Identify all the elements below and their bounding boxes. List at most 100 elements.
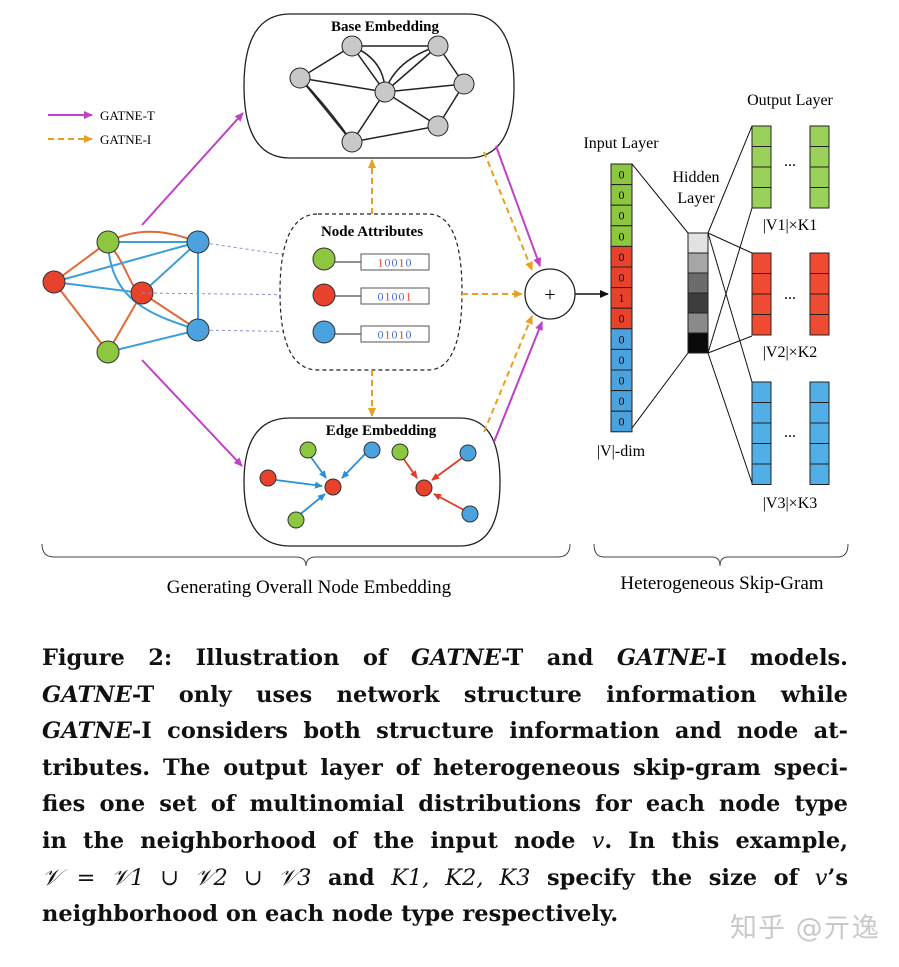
input-cell-value: 0 (619, 229, 625, 243)
input-cell-value: 0 (619, 312, 625, 326)
arrow-edge-to-plus-t (493, 321, 543, 443)
attribute-bit: 1 (399, 256, 406, 270)
watermark: 知乎 @亓逸 (730, 913, 880, 944)
hidden-layer-label-2: Layer (677, 190, 715, 207)
attribute-bit: 1 (385, 328, 392, 342)
input-cell-value: 1 (619, 291, 625, 305)
output-label-v2: |V2|×K2 (763, 344, 818, 361)
input-network (42, 230, 315, 364)
gatne-figure: GATNE-T GATNE-I Base Embedding (41, 13, 849, 598)
input-cell-value: 0 (619, 374, 625, 388)
input-cell-value: 0 (619, 353, 625, 367)
input-dim-label: |V|-dim (597, 443, 646, 460)
plus-sign: + (544, 284, 555, 306)
output-cell (751, 381, 772, 403)
attribute-bit: 0 (392, 256, 399, 270)
base-embedding-title: Base Embedding (331, 19, 439, 35)
edge-group-left (259, 441, 381, 529)
node-attributes-title: Node Attributes (321, 224, 423, 240)
input-cell-value: 0 (619, 250, 625, 264)
brackets (41, 543, 849, 567)
edge-embedding-title: Edge Embedding (326, 423, 437, 439)
caption-line-2: GATNE-T only uses network structure info… (42, 681, 848, 708)
input-cell (610, 410, 633, 433)
input-cell-value: 0 (619, 188, 625, 202)
attribute-bit: 0 (385, 256, 392, 270)
arrow-base-to-plus-t (495, 145, 542, 267)
output-cell (809, 187, 830, 209)
output-cell (809, 146, 830, 168)
output-cell (751, 273, 772, 295)
output-cell (751, 443, 772, 465)
output-cell (751, 402, 772, 424)
output-label-v1: |V1|×K1 (763, 217, 818, 234)
input-layer-label: Input Layer (583, 135, 659, 152)
output-label-v3: |V3|×K3 (763, 495, 818, 512)
hidden-layer-label-1: Hidden (672, 169, 719, 186)
attribute-row-red: 01001 (312, 283, 430, 307)
edge-group-right (391, 443, 479, 523)
attribute-bit: 0 (378, 328, 385, 342)
output-ellipsis-1: ... (784, 153, 796, 170)
attribute-bit: 0 (406, 256, 413, 270)
output-cell (809, 422, 830, 444)
arrow-base-to-plus-i (483, 151, 533, 271)
attribute-code: 01001 (378, 290, 413, 304)
output-cell (809, 402, 830, 424)
output-cell (751, 166, 772, 188)
output-cell (751, 125, 772, 147)
bracket-label-left: Generating Overall Node Embedding (167, 577, 452, 598)
output-cell (751, 463, 772, 485)
attribute-bit: 0 (399, 290, 406, 304)
output-ellipsis-2: ... (784, 286, 796, 303)
caption-line-5: fies one set of multinomial distribution… (42, 791, 848, 818)
caption-line-3: GATNE-I considers both structure informa… (42, 718, 848, 745)
output-cell (809, 314, 830, 336)
output-cell (809, 293, 830, 315)
input-cell-value: 0 (619, 271, 625, 285)
output-cell (809, 273, 830, 295)
attribute-code: 10010 (378, 256, 413, 270)
base-embedding-panel: Base Embedding (243, 13, 515, 159)
output-cell (751, 146, 772, 168)
attribute-row-green: 10010 (312, 247, 430, 271)
arrow-edge-to-plus-i (483, 315, 533, 433)
hidden-layer (687, 232, 709, 354)
output-cell (751, 187, 772, 209)
attribute-bit: 0 (392, 328, 399, 342)
caption-line-8: neighborhood on each node type respectiv… (42, 901, 619, 928)
edge-embedding-panel: Edge Embedding (243, 417, 501, 547)
input-cell-value: 0 (619, 394, 625, 408)
arrow-network-to-edge (141, 359, 243, 467)
attribute-row-blue: 01010 (312, 320, 430, 344)
caption-line-6: in the neighborhood of the input node v.… (42, 827, 849, 854)
output-cell (809, 443, 830, 465)
output-layer (751, 125, 830, 485)
output-cell (809, 125, 830, 147)
sum-node: + (524, 268, 576, 320)
output-cell (751, 422, 772, 444)
output-cell (809, 166, 830, 188)
output-cell (809, 463, 830, 485)
output-layer-label: Output Layer (747, 92, 833, 109)
output-cell (809, 381, 830, 403)
output-ellipsis-3: ... (784, 424, 796, 441)
flow-arrows (141, 112, 609, 467)
attribute-bit: 1 (378, 256, 385, 270)
attribute-bit: 1 (385, 290, 392, 304)
arrow-network-to-base (141, 112, 244, 226)
input-cell-value: 0 (619, 332, 625, 346)
attribute-bit: 0 (406, 328, 413, 342)
legend-gatne-t-label: GATNE-T (100, 108, 155, 123)
attribute-bit: 0 (392, 290, 399, 304)
attribute-bit: 1 (406, 290, 413, 304)
input-cell-value: 0 (619, 209, 625, 223)
legend-gatne-i-label: GATNE-I (100, 132, 151, 147)
node-attributes-panel: Node Attributes 10010 01001 01010 (279, 213, 463, 371)
attribute-code: 01010 (378, 328, 413, 342)
caption-line-1: Figure 2: Illustration of GATNE-T and GA… (42, 645, 848, 671)
output-cell (809, 252, 830, 274)
input-cell-value: 0 (619, 415, 625, 429)
